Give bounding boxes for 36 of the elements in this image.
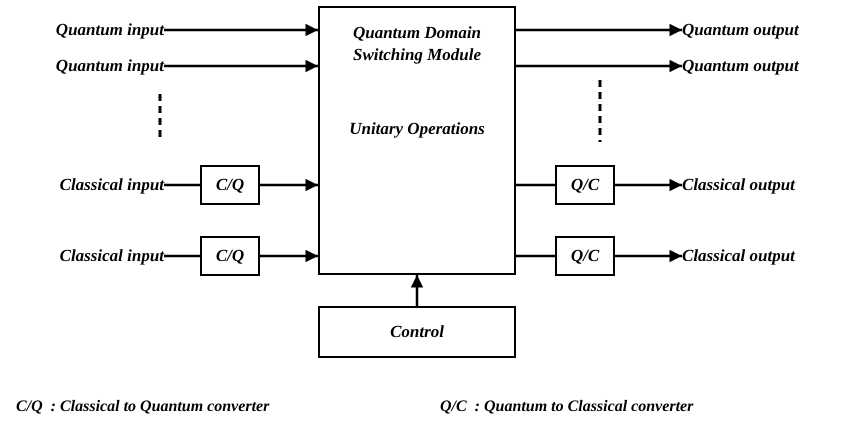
arrow <box>164 24 318 36</box>
process-box <box>555 165 615 205</box>
connector-line <box>516 254 555 258</box>
box-label: Unitary Operations <box>349 118 485 140</box>
process-box <box>200 165 260 205</box>
arrow <box>164 60 318 72</box>
arrow <box>410 275 424 306</box>
arrow <box>615 178 682 192</box>
arrow <box>615 250 682 262</box>
io-label: Classical output <box>682 174 795 196</box>
io-label: Quantum input <box>56 18 164 41</box>
io-label: Quantum output <box>682 54 799 77</box>
io-label: Classical input <box>60 244 164 267</box>
module-box <box>318 6 516 275</box>
connector-line <box>516 184 555 186</box>
io-label: Classical input <box>60 174 164 196</box>
process-box <box>318 306 516 358</box>
io-label: Quantum output <box>682 18 799 41</box>
box-label: Q/C <box>570 174 600 196</box>
box-label: Q/C <box>570 244 600 267</box>
box-label: Quantum Domain Switching Module <box>352 22 482 66</box>
box-label: Control <box>390 320 444 343</box>
arrow <box>516 24 682 36</box>
connector-line <box>164 254 200 258</box>
box-label: C/Q <box>216 244 244 267</box>
io-label: Quantum input <box>56 54 164 77</box>
arrow <box>260 178 318 192</box>
process-box <box>200 236 260 276</box>
arrow <box>516 60 682 72</box>
legend-note: C/Q : Classical to Quantum converter <box>16 398 270 416</box>
connector-line <box>164 184 200 186</box>
process-box <box>555 236 615 276</box>
io-label: Classical output <box>682 244 795 267</box>
arrow <box>260 250 318 262</box>
legend-note: Q/C : Quantum to Classical converter <box>440 398 694 416</box>
box-label: C/Q <box>216 174 244 196</box>
